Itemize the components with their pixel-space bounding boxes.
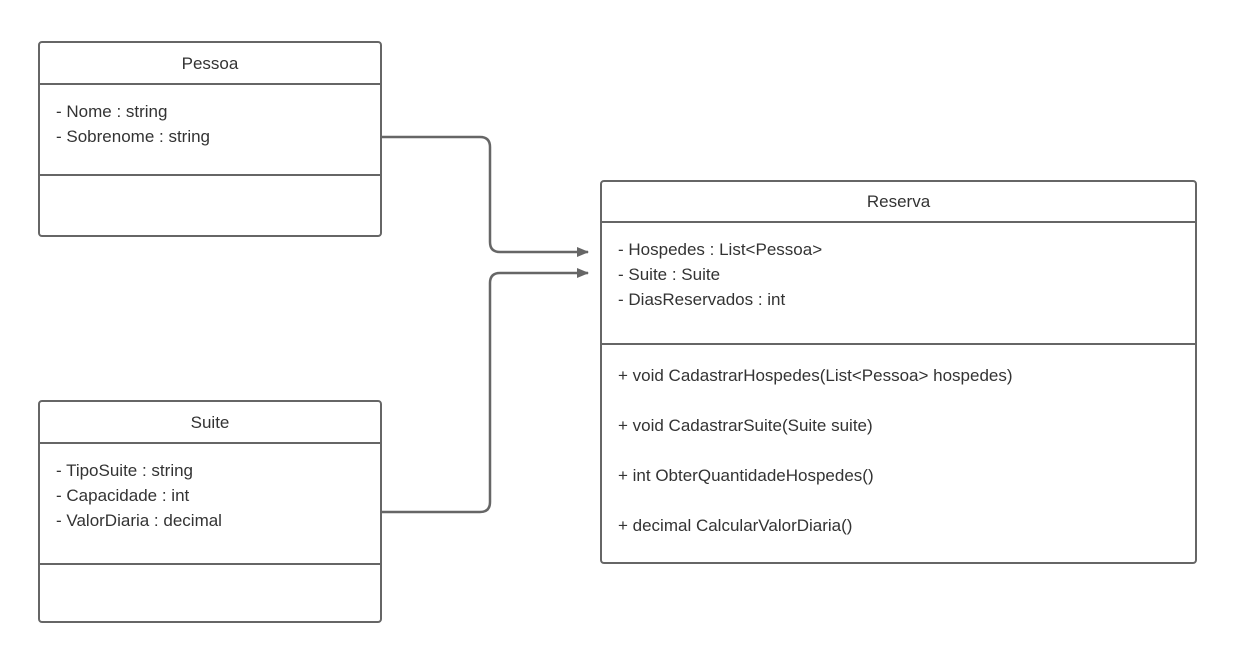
method-row: + void CadastrarSuite(Suite suite) <box>618 416 873 435</box>
method-row: + int ObterQuantidadeHospedes() <box>618 466 874 485</box>
class-name-pessoa: Pessoa <box>181 53 239 73</box>
method-row: + void CadastrarHospedes(List<Pessoa> ho… <box>618 366 1013 385</box>
class-name-suite: Suite <box>190 412 230 432</box>
uml-class-pessoa[interactable]: Pessoa - Nome : string - Sobrenome : str… <box>38 41 382 237</box>
attribute-row: - Capacidade : int <box>56 486 190 505</box>
class-name-reserva: Reserva <box>866 192 931 211</box>
methods-compartment-pessoa <box>40 174 380 176</box>
attribute-row: - Sobrenome : string <box>56 127 211 146</box>
attributes-compartment-suite: - TipoSuite : string - Capacidade : int … <box>40 442 380 563</box>
edge-suite-to-reserva <box>382 268 589 514</box>
methods-compartment-reserva: + void CadastrarHospedes(List<Pessoa> ho… <box>602 343 1195 548</box>
uml-class-suite[interactable]: Suite - TipoSuite : string - Capacidade … <box>38 400 382 623</box>
methods-compartment-suite <box>40 563 380 565</box>
uml-class-reserva[interactable]: Reserva - Hospedes : List<Pessoa> - Suit… <box>600 180 1197 564</box>
attribute-row: - Hospedes : List<Pessoa> <box>618 240 823 259</box>
attributes-compartment-reserva: - Hospedes : List<Pessoa> - Suite : Suit… <box>602 221 1195 343</box>
method-row: + decimal CalcularValorDiaria() <box>618 516 853 535</box>
attribute-row: - DiasReservados : int <box>618 290 786 309</box>
attributes-compartment-pessoa: - Nome : string - Sobrenome : string <box>40 83 380 174</box>
attribute-row: - Nome : string <box>56 102 168 121</box>
attribute-row: - Suite : Suite <box>618 265 721 284</box>
attribute-row: - TipoSuite : string <box>56 461 194 480</box>
attribute-row: - ValorDiaria : decimal <box>56 511 222 530</box>
edge-pessoa-to-reserva <box>382 135 589 257</box>
